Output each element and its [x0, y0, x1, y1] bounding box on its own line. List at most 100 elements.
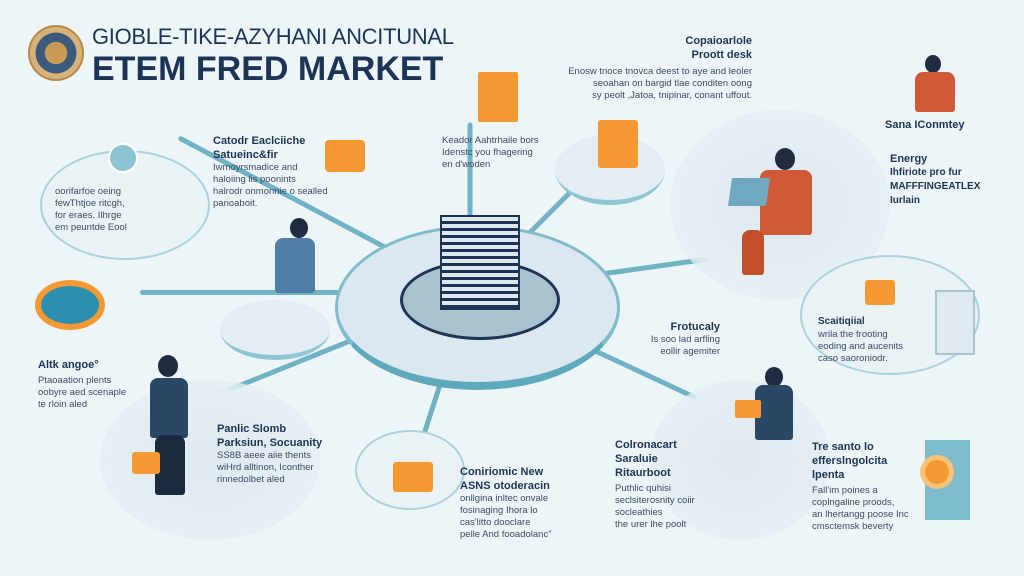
body-line: te rloin aled	[38, 399, 88, 410]
body-line: Ptaoaation plents	[38, 375, 112, 386]
heading: Altk angoe°	[38, 359, 99, 371]
heading: Panlic Slomb	[217, 423, 287, 435]
right-top-label: Sana IConmtey	[885, 119, 965, 131]
heading: Energy	[890, 153, 928, 165]
body-line: caso saoroniodr.	[818, 353, 888, 364]
coin-stack-icon	[35, 280, 105, 330]
body-line: oobyre aed scenaple	[38, 387, 127, 398]
body-line: panoaboit.	[213, 198, 258, 209]
person-figure	[158, 355, 178, 377]
body-line: pelle And fooadolanc"	[460, 529, 552, 540]
heading: Saraluie	[615, 453, 658, 465]
body-line: the urer lhe poolt	[615, 519, 687, 530]
person-figure	[290, 218, 308, 238]
receipt-icon	[325, 140, 365, 172]
bottom-right-center-block: Colronacart Saraluie Ritaurboot Puthlic …	[615, 438, 695, 531]
body-line: en d'woden	[442, 159, 491, 170]
person-figure	[742, 230, 764, 275]
top-left-block: oorifarfoe oeing fewThtjoe ritcgh, for e…	[55, 186, 127, 234]
body-line: eoding and aucenits	[818, 341, 904, 352]
center-right-block: Frotucaly Is soo lad arfling eollir agem…	[651, 320, 720, 358]
right-mid-block: Scaitiqiial wrila the frooting eoding an…	[818, 315, 903, 365]
heading: ASNS otoderacin	[460, 480, 550, 492]
heading: efferslngolcita	[812, 455, 888, 467]
body-line: Enosw tnoce tnovca deest to aye and leol…	[568, 66, 752, 77]
heading: Proott desk	[691, 49, 752, 61]
body-line: sy peolt ,Jatoa, tnipinar, conant uffout…	[592, 90, 752, 101]
briefcase-icon	[132, 452, 160, 474]
body-line: Iwmoyrsmadice and	[213, 162, 298, 173]
safe-box-icon	[598, 120, 638, 168]
body-line: Is soo lad arfling	[650, 334, 720, 345]
left-mid-block: Altk angoe° Ptaoaation plents oobyre aed…	[38, 358, 126, 411]
heading: Colronacart	[615, 439, 677, 451]
laptop-icon	[735, 400, 761, 418]
body-line: fosinaging Ihora lo	[460, 505, 538, 516]
bottom-center-block: Coniriomic New ASNS otoderacin onllgina …	[460, 465, 552, 541]
bottom-right-block: Tre santo lo efferslngolcita lpenta Fall…	[812, 440, 909, 533]
body-line: an lhertangg poose Inc	[812, 509, 909, 520]
heading: Catodr Eaclciiche	[213, 135, 306, 147]
heading: lpenta	[812, 469, 845, 481]
heading: Frotucaly	[670, 321, 720, 333]
package-box-icon	[865, 280, 895, 305]
body-line: Ihfiriote pro fur	[890, 167, 962, 178]
person-figure	[765, 367, 783, 387]
body-line: oorifarfoe oeing	[55, 186, 122, 197]
person-figure	[925, 55, 941, 73]
body-line: seclsiterosnity coiir	[615, 495, 695, 506]
body-line: halrodr onmonnie o sealled	[213, 186, 328, 197]
heading: Ritaurboot	[615, 467, 671, 479]
right-top-block: Energy Ihfiriote pro fur MAFFFINGEATLEX …	[890, 152, 980, 208]
gear-icon	[920, 455, 954, 489]
page-title: ETEM FRED MARKET	[92, 50, 444, 88]
person-figure	[150, 378, 188, 438]
body-line: onllgina inltec onvale	[460, 493, 549, 504]
central-building	[440, 215, 520, 310]
body-line: rinnedolbet aled	[217, 474, 285, 485]
body-line: Puthlic quhisi	[615, 483, 671, 494]
person-figure	[155, 435, 185, 495]
heading: Tre santo lo	[812, 441, 874, 453]
laptop-icon	[728, 178, 770, 206]
heading: Coniriomic New	[460, 466, 544, 478]
col3-block: Keador Aahtrhaile bors Idenstc you fhage…	[442, 135, 539, 171]
body-line: cmsctemsk beverty	[812, 521, 894, 532]
person-figure	[275, 238, 315, 293]
heading: Satueinc&fir	[213, 149, 278, 161]
heading: Parksiun, Socuanity	[217, 437, 323, 449]
body-line: Keador Aahtrhaile bors	[442, 135, 539, 146]
emblem-logo	[28, 25, 84, 81]
body-line: SS8B aeee aiie thents	[217, 450, 312, 461]
bottom-platform	[355, 430, 465, 510]
col2-block: Catodr Eaclciiche Satueinc&fir Iwmoyrsma…	[213, 134, 328, 210]
body-line: MAFFFINGEATLEX	[890, 181, 981, 192]
package-box-icon	[478, 72, 518, 122]
body-line: Fall'im poines a	[812, 485, 878, 496]
body-line: em peuntde Eool	[55, 222, 127, 233]
body-line: coplngaline proods,	[812, 497, 895, 508]
body-line: cas'litto dooclare	[460, 517, 531, 528]
body-line: socleathies	[615, 507, 663, 518]
body-line: fewThtjoe ritcgh,	[55, 198, 125, 209]
document-icon	[393, 462, 433, 492]
heading: Scaitiqiial	[818, 316, 865, 327]
body-line: seoahan on bargid tlae conditen oong	[593, 78, 752, 89]
bottom-left-block: Panlic Slomb Parksiun, Socuanity SS8B ae…	[217, 422, 322, 486]
body-line: Idenstc you fhagering	[442, 147, 533, 158]
body-line: eollir agemiter	[660, 346, 720, 357]
woman-platform	[220, 300, 330, 360]
title-line-1: GIOBLE-TIKE-AZYHANI ANCITUNAL	[92, 24, 454, 49]
person-figure	[775, 148, 795, 170]
body-line: for eraes. Ilhrge	[55, 210, 122, 221]
coin-icon	[108, 143, 138, 173]
body-line: wiHrd alltinon, Iconther	[217, 462, 314, 473]
body-line: wrila the frooting	[818, 329, 888, 340]
person-figure	[755, 385, 793, 440]
body-line: Iurlain	[890, 195, 921, 206]
top-center-block: Copaioarlole Proott desk Enosw tnoce tno…	[568, 34, 752, 102]
person-figure	[915, 72, 955, 112]
body-line: haloiing lis poonints	[213, 174, 296, 185]
heading: Copaioarlole	[685, 35, 752, 47]
server-icon	[935, 290, 975, 355]
